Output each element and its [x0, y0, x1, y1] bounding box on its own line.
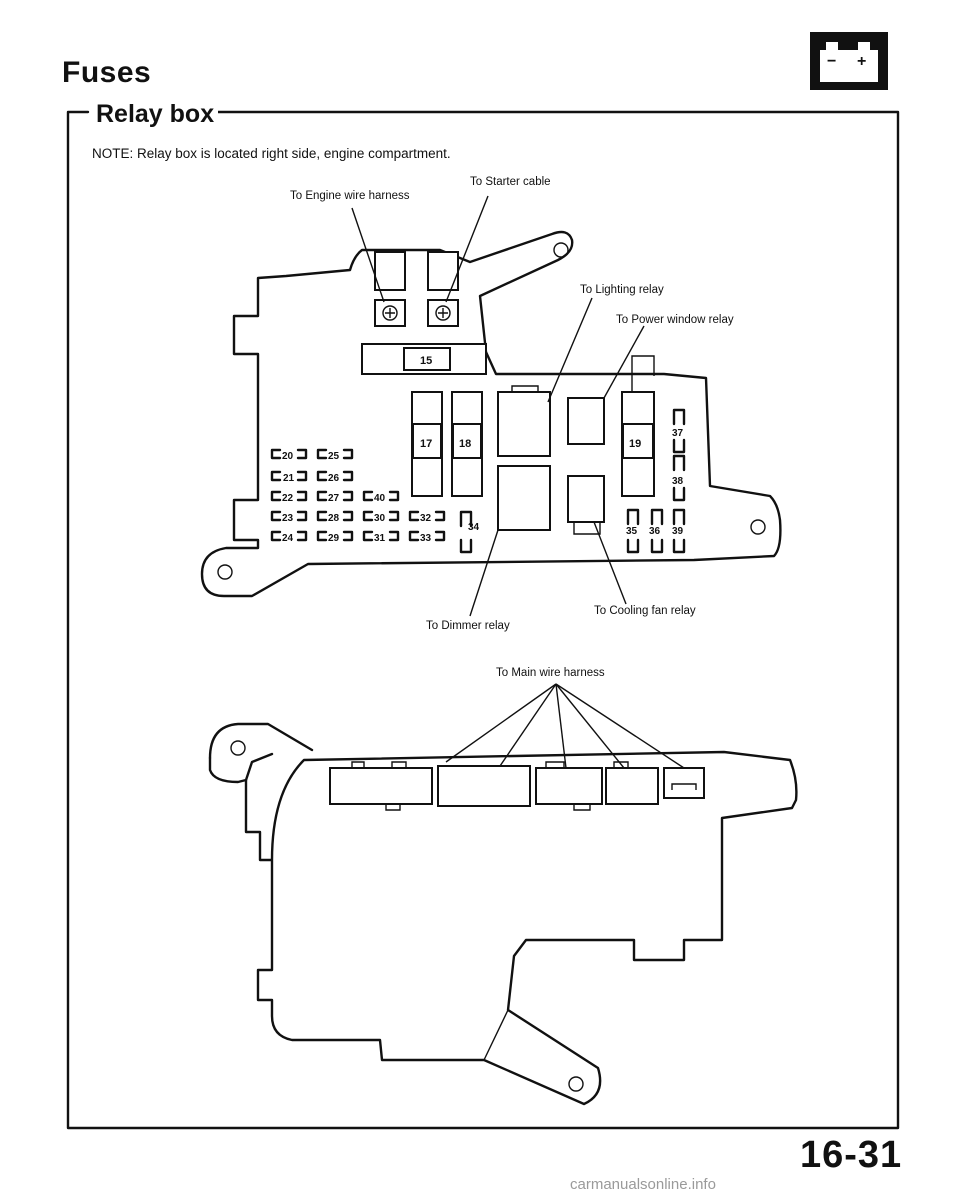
watermark: carmanualsonline.info: [570, 1176, 716, 1193]
fuse-28-label: 28: [328, 513, 340, 524]
mini-fuse-row-2: 21 26: [270, 470, 354, 484]
fuse-25-label: 25: [328, 451, 340, 462]
page-title: Fuses: [62, 56, 152, 89]
section-subtitle: Relay box: [92, 100, 219, 129]
fuse-15-label: 15: [420, 355, 432, 367]
callout-main-wire-harness: To Main wire harness: [496, 667, 605, 679]
fuse-30-label: 30: [374, 513, 386, 524]
relay-box-top-view: 15 17 18 19 37 38 34 35 36: [200, 195, 782, 617]
fuse-29-label: 29: [328, 533, 340, 544]
mini-fuse-row-5: 24 29 31 33: [270, 530, 446, 544]
fuse-26-label: 26: [328, 473, 340, 484]
fuse-37-label: 37: [672, 428, 684, 439]
fuse-17-label: 17: [420, 438, 432, 450]
fuse-34-label: 34: [468, 522, 480, 533]
callout-engine-wire-harness: To Engine wire harness: [290, 190, 410, 202]
fuse-22-label: 22: [282, 493, 294, 504]
fuse-23-label: 23: [282, 513, 294, 524]
callout-starter-cable: To Starter cable: [470, 176, 551, 188]
callout-lighting-relay: To Lighting relay: [580, 284, 664, 296]
mini-fuse-row-3: 22 27 40: [270, 490, 400, 504]
fuse-40-label: 40: [374, 493, 386, 504]
fuse-18-label: 18: [459, 438, 471, 450]
section-frame: [66, 110, 900, 1130]
battery-icon: − +: [810, 32, 888, 90]
callout-cooling-fan-relay: To Cooling fan relay: [594, 605, 696, 617]
fuse-20-label: 20: [282, 451, 294, 462]
mini-fuse-row-4: 23 28 30 32: [270, 510, 446, 524]
fuse-33-label: 33: [420, 533, 432, 544]
note-text: NOTE: Relay box is located right side, e…: [92, 146, 451, 161]
relay-box-bottom-view: [208, 683, 798, 1106]
mini-fuse-row-1: 20 25: [270, 448, 354, 462]
fuse-36-label: 36: [649, 526, 661, 537]
fuse-27-label: 27: [328, 493, 340, 504]
fuse-32-label: 32: [420, 513, 432, 524]
fuse-35-label: 35: [626, 526, 638, 537]
page-number: 16-31: [800, 1134, 903, 1176]
fuse-24-label: 24: [282, 533, 294, 544]
fuse-31-label: 31: [374, 533, 386, 544]
fuse-38-label: 38: [672, 476, 684, 487]
fuse-19-label: 19: [629, 438, 641, 450]
callout-dimmer-relay: To Dimmer relay: [426, 620, 510, 632]
callout-power-window-relay: To Power window relay: [616, 314, 734, 326]
fuse-39-label: 39: [672, 526, 684, 537]
battery-minus-sign: −: [827, 53, 836, 70]
battery-plus-sign: +: [857, 53, 866, 70]
fuse-21-label: 21: [283, 473, 295, 484]
